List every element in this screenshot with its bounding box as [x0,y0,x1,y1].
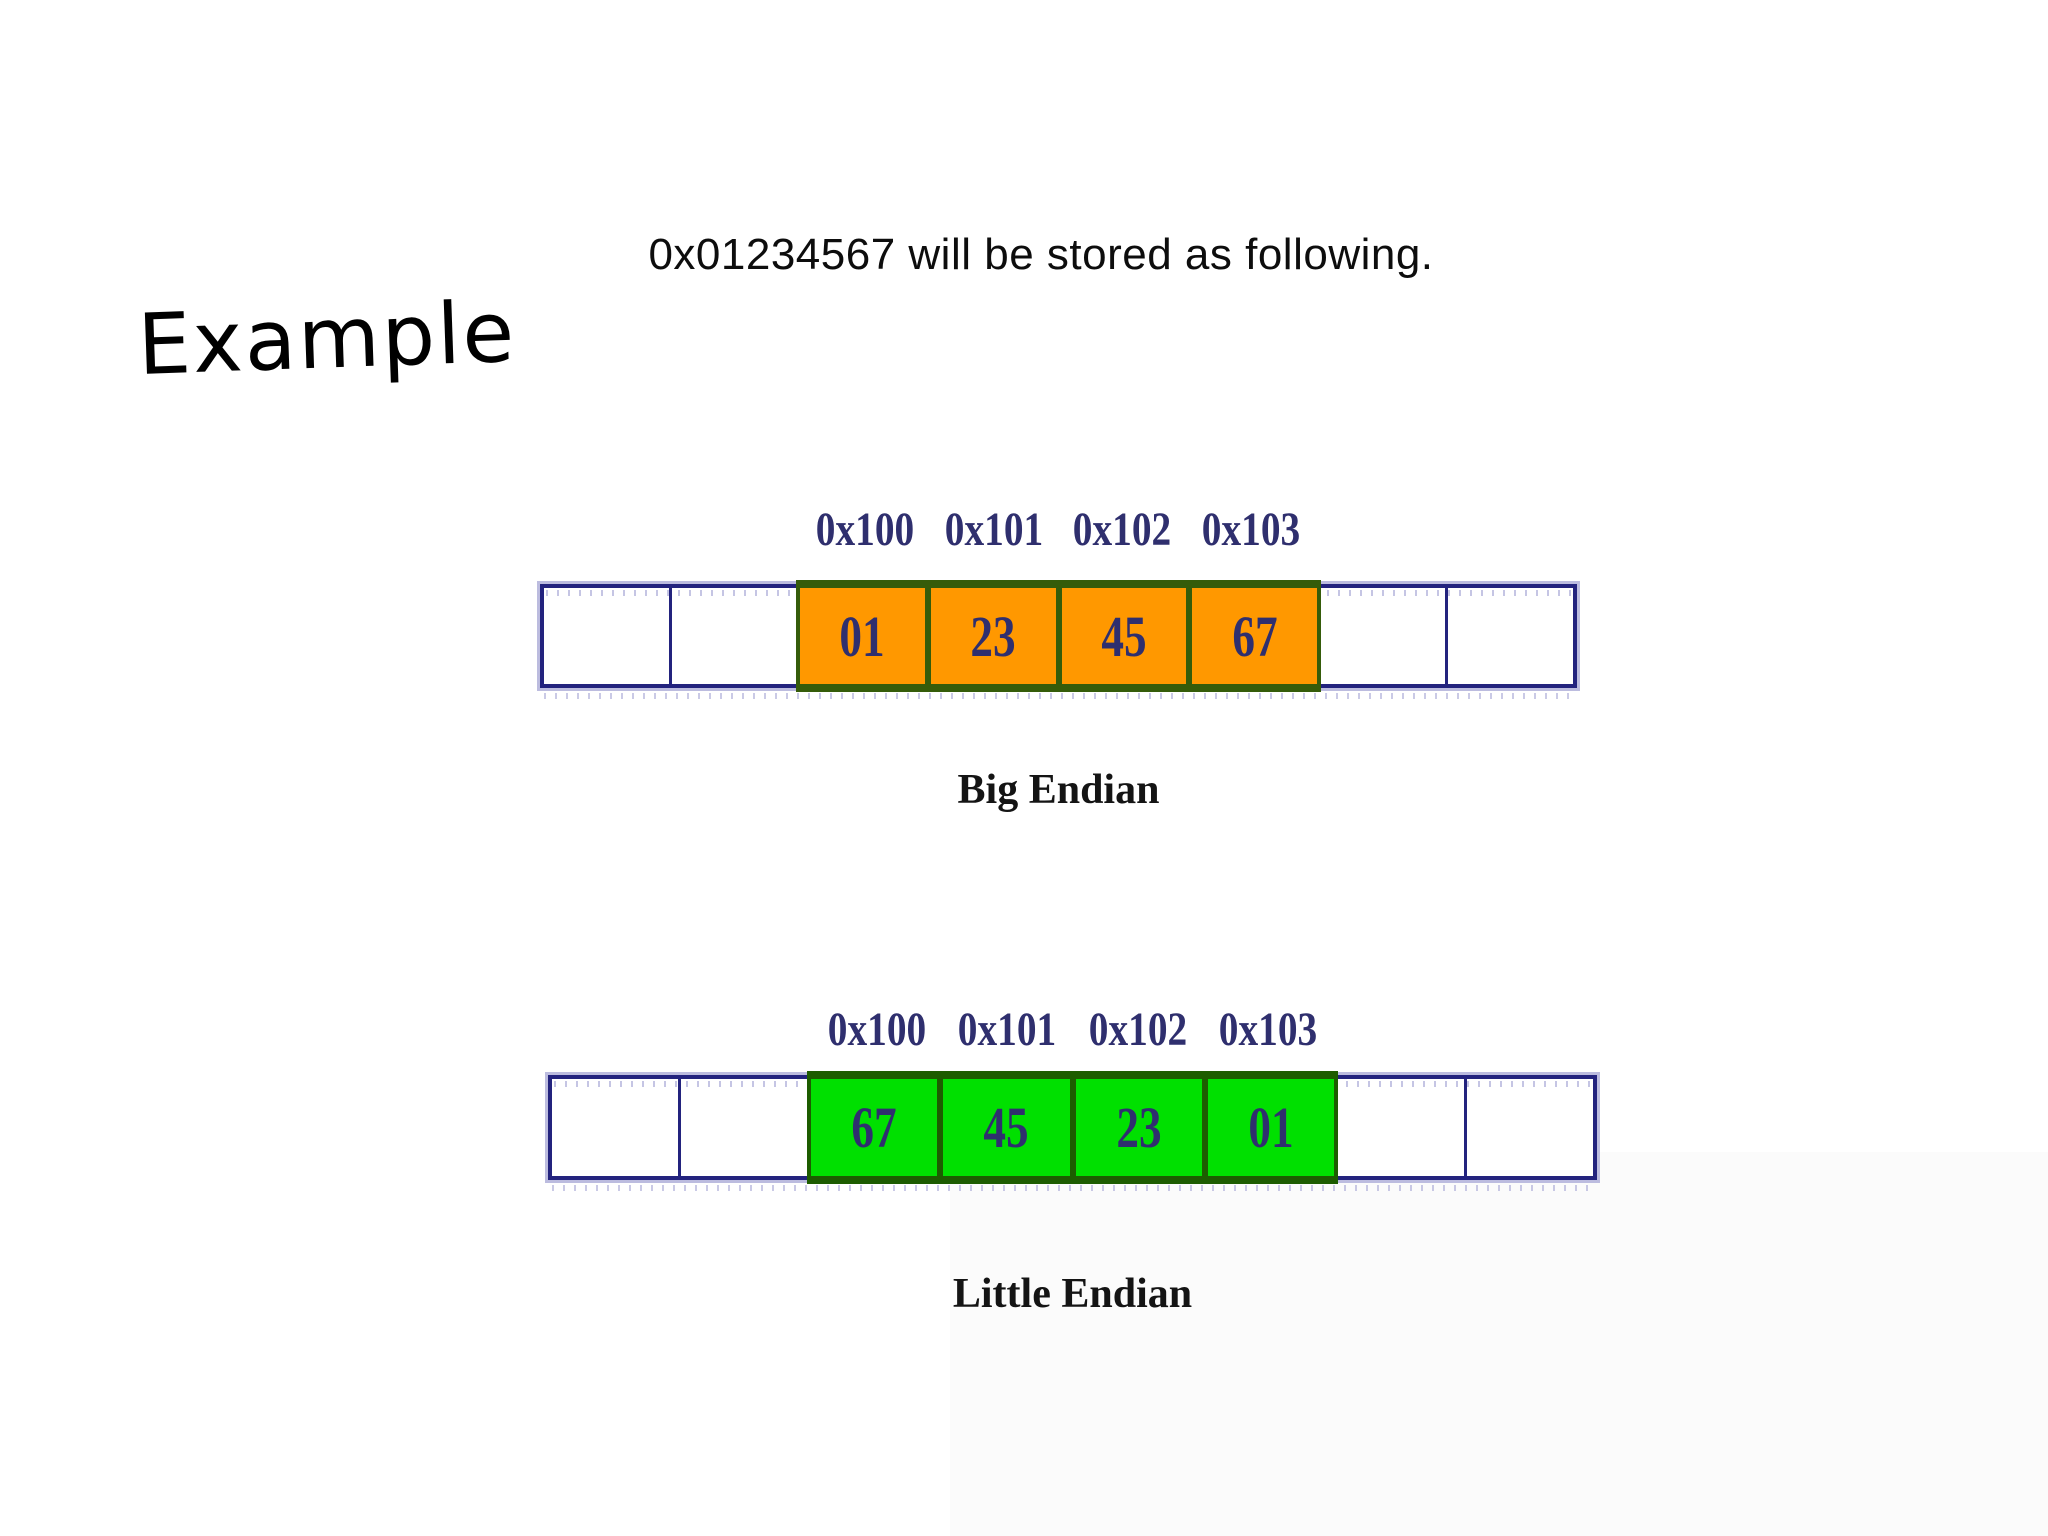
empty-memory-cell [1448,588,1573,684]
little-endian-memory-row: 67 45 23 01 [548,1071,1597,1191]
slide-title: 0x01234567 will be stored as following. [648,230,1434,279]
byte-cell: 01 [1203,1071,1339,1184]
byte-cell: 01 [795,580,929,692]
big-endian-address-row: 0x100 0x101 0x102 0x103 [801,502,1315,557]
empty-memory-cell [1337,1079,1467,1176]
bitmap-background-artifact [950,1152,2048,1536]
little-endian-address-row: 0x100 0x101 0x102 0x103 [812,1002,1333,1057]
address-label: 0x102 [1073,503,1172,556]
address-label: 0x103 [1201,503,1300,556]
empty-memory-cell [1467,1079,1593,1176]
byte-cell: 23 [926,580,1060,692]
empty-memory-cell [544,588,672,684]
empty-memory-cell [672,588,797,684]
address-label: 0x101 [958,1003,1057,1056]
address-label: 0x102 [1088,1003,1187,1056]
address-label: 0x103 [1218,1003,1318,1056]
address-label: 0x101 [944,503,1043,556]
tick-marks [544,693,1573,699]
address-label: 0x100 [816,503,915,556]
empty-memory-cell [552,1079,682,1176]
big-endian-caption: Big Endian [957,767,1160,813]
byte-cell: 67 [806,1071,942,1184]
example-heading: Example [136,282,518,394]
byte-cell: 45 [939,1071,1074,1184]
empty-memory-cell [681,1079,807,1176]
big-endian-memory-row: 01 23 45 67 [540,580,1577,699]
address-label: 0x100 [827,1003,927,1056]
byte-cell: 67 [1188,580,1322,692]
byte-cell: 45 [1057,580,1191,692]
little-endian-caption: Little Endian [952,1271,1193,1317]
byte-cell: 23 [1071,1071,1206,1184]
empty-memory-cell [1320,588,1449,684]
tick-marks [552,1185,1593,1191]
